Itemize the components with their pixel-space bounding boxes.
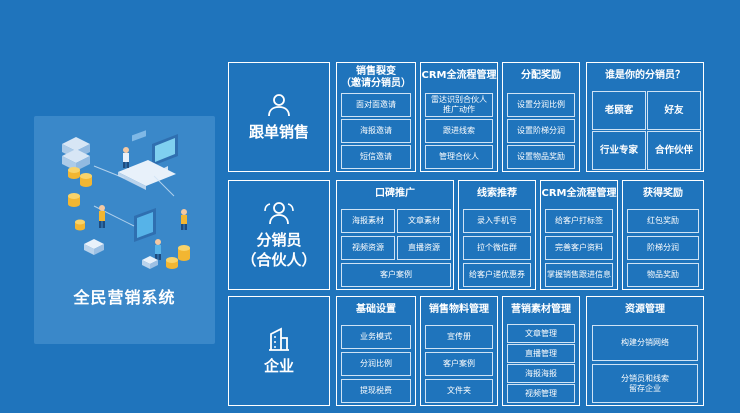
item-live-manage[interactable]: 直播管理 bbox=[507, 344, 575, 363]
item-profit-ratio[interactable]: 分润比例 bbox=[341, 352, 411, 376]
group-who-is-distributor: 谁是你的分销员？ 老顾客 好友 行业专家 合作伙伴 bbox=[586, 62, 704, 172]
item-live-resource[interactable]: 直播资源 bbox=[397, 236, 451, 260]
item-partner[interactable]: 合作伙伴 bbox=[647, 131, 701, 170]
item-poster-manage[interactable]: 海报海报 bbox=[507, 364, 575, 383]
group-get-rewards: 获得奖励 红包奖励 阶梯分润 物品奖励 bbox=[622, 180, 704, 290]
group-title: 营销素材管理 bbox=[511, 304, 571, 315]
row-label-distributor[interactable]: 分销员 （合伙人） bbox=[228, 180, 330, 290]
item-set-tiered-profit[interactable]: 设置阶梯分润 bbox=[507, 119, 575, 143]
item-manage-partners[interactable]: 管理合伙人 bbox=[425, 145, 493, 169]
group-title: 谁是你的分销员？ bbox=[605, 70, 685, 81]
group-marketing-material: 营销素材管理 文章管理 直播管理 海报海报 视频管理 bbox=[502, 296, 580, 406]
group-word-of-mouth: 口碑推广 海报素材 文章素材 视频资源 直播资源 客户案例 bbox=[336, 180, 454, 290]
row-label-text: 分销员 （合伙人） bbox=[241, 231, 317, 269]
row-label-sales[interactable]: 跟单销售 bbox=[228, 62, 330, 172]
item-set-goods-reward[interactable]: 设置物品奖励 bbox=[507, 145, 575, 169]
group-title: 口碑推广 bbox=[375, 188, 415, 199]
row-label-text: 企业 bbox=[263, 357, 294, 375]
item-tiered-profit[interactable]: 阶梯分润 bbox=[627, 236, 699, 260]
item-build-network[interactable]: 构建分销网络 bbox=[592, 325, 698, 361]
item-old-customer[interactable]: 老顾客 bbox=[592, 91, 646, 130]
item-give-coupon[interactable]: 给客户递优惠券 bbox=[463, 263, 531, 287]
item-radar-identify[interactable]: 雷达识别合伙人 推广动作 bbox=[425, 93, 493, 117]
item-complete-profile[interactable]: 完善客户资料 bbox=[545, 236, 613, 260]
item-article-manage[interactable]: 文章管理 bbox=[507, 324, 575, 343]
group-title: 销售物料管理 bbox=[429, 304, 489, 315]
item-retain-leads[interactable]: 分销员和线索 留存企业 bbox=[592, 364, 698, 403]
partner-icon bbox=[264, 202, 294, 225]
building-icon bbox=[269, 327, 289, 351]
item-sales-follow-info[interactable]: 掌握销售跟进信息 bbox=[545, 263, 613, 287]
group-reward-allocation: 分配奖励 设置分润比例 设置阶梯分润 设置物品奖励 bbox=[502, 62, 580, 172]
item-enter-phone[interactable]: 录入手机号 bbox=[463, 209, 531, 233]
group-title: 获得奖励 bbox=[643, 188, 683, 199]
item-case-study[interactable]: 客户案例 bbox=[425, 352, 493, 376]
item-withdraw-tax[interactable]: 提现税费 bbox=[341, 379, 411, 403]
group-crm-distributor: CRM全流程管理 给客户打标签 完善客户资料 掌握销售跟进信息 bbox=[540, 180, 618, 290]
item-follow-leads[interactable]: 跟进线索 bbox=[425, 119, 493, 143]
user-icon bbox=[268, 94, 290, 117]
item-face-to-face-invite[interactable]: 面对面邀请 bbox=[341, 93, 411, 117]
item-business-mode[interactable]: 业务模式 bbox=[341, 325, 411, 349]
item-create-wechat-group[interactable]: 拉个微信群 bbox=[463, 236, 531, 260]
item-article-material[interactable]: 文章素材 bbox=[397, 209, 451, 233]
item-red-packet-reward[interactable]: 红包奖励 bbox=[627, 209, 699, 233]
group-title: 线索推荐 bbox=[477, 188, 517, 199]
group-crm-sales: CRM全流程管理 雷达识别合伙人 推广动作 跟进线索 管理合伙人 bbox=[420, 62, 498, 172]
group-title: 资源管理 bbox=[625, 304, 665, 315]
isometric-illustration bbox=[62, 130, 190, 269]
item-folder[interactable]: 文件夹 bbox=[425, 379, 493, 403]
row-label-enterprise[interactable]: 企业 bbox=[228, 296, 330, 406]
item-video-resource[interactable]: 视频资源 bbox=[341, 236, 395, 260]
group-lead-referral: 线索推荐 录入手机号 拉个微信群 给客户递优惠券 bbox=[458, 180, 536, 290]
group-resource-manage: 资源管理 构建分销网络 分销员和线索 留存企业 bbox=[586, 296, 704, 406]
group-sales-fission: 销售裂变 （邀请分销员） 面对面邀请 海报邀请 短信邀请 bbox=[336, 62, 416, 172]
group-title: CRM全流程管理 bbox=[421, 70, 497, 81]
item-friend[interactable]: 好友 bbox=[647, 91, 701, 130]
item-customer-case[interactable]: 客户案例 bbox=[341, 263, 451, 287]
item-poster-material[interactable]: 海报素材 bbox=[341, 209, 395, 233]
group-basic-settings: 基础设置 业务模式 分润比例 提现税费 bbox=[336, 296, 416, 406]
item-poster-invite[interactable]: 海报邀请 bbox=[341, 119, 411, 143]
group-title: 销售裂变 （邀请分销员） bbox=[341, 66, 411, 89]
illustration-panel bbox=[34, 116, 215, 344]
group-title: CRM全流程管理 bbox=[541, 188, 617, 199]
group-title: 分配奖励 bbox=[521, 70, 561, 81]
item-tag-customer[interactable]: 给客户打标签 bbox=[545, 209, 613, 233]
system-title: 全民营销系统 bbox=[73, 288, 176, 307]
item-video-manage[interactable]: 视频管理 bbox=[507, 384, 575, 403]
group-title: 基础设置 bbox=[356, 304, 396, 315]
item-sms-invite[interactable]: 短信邀请 bbox=[341, 145, 411, 169]
item-goods-reward[interactable]: 物品奖励 bbox=[627, 263, 699, 287]
item-set-profit-ratio[interactable]: 设置分润比例 bbox=[507, 93, 575, 117]
row-label-text: 跟单销售 bbox=[248, 123, 309, 141]
item-industry-expert[interactable]: 行业专家 bbox=[592, 131, 646, 170]
item-brochure[interactable]: 宣传册 bbox=[425, 325, 493, 349]
group-sales-material: 销售物料管理 宣传册 客户案例 文件夹 bbox=[420, 296, 498, 406]
